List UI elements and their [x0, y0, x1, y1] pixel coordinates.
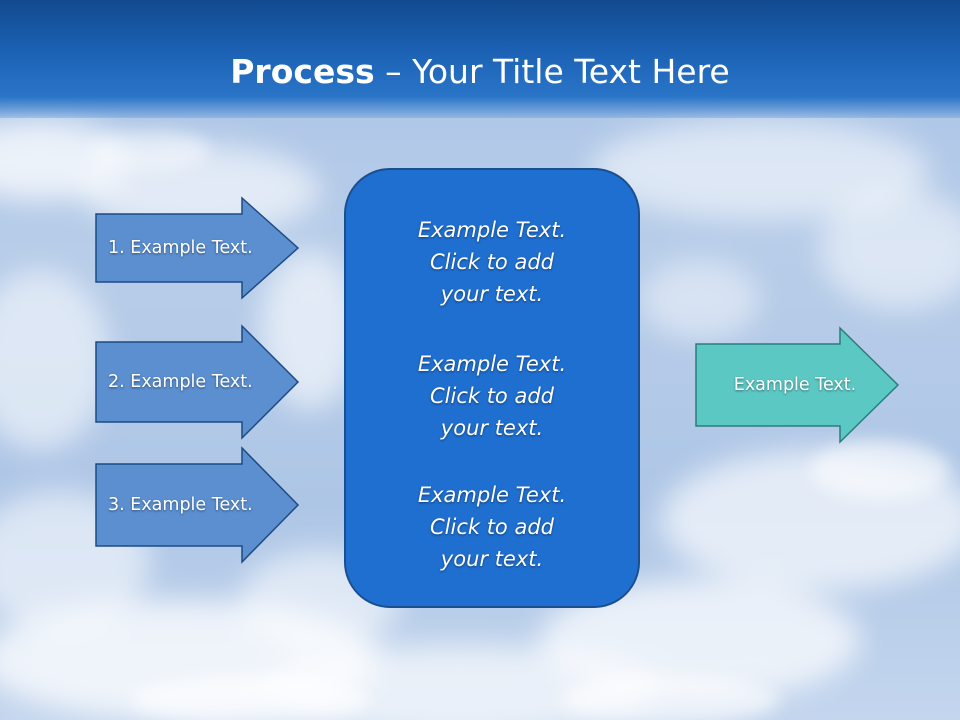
input-arrow-label: 3. Example Text. — [108, 495, 253, 515]
center-box-paragraph-3: Example Text. Click to add your text. — [346, 479, 638, 575]
output-arrow-label: Example Text. — [733, 375, 857, 395]
center-box-line: Click to add — [429, 384, 554, 408]
title-rest: – Your Title Text Here — [374, 52, 730, 91]
center-box-line: Example Text. — [417, 483, 567, 507]
arrow-shape — [95, 446, 300, 564]
input-arrow-label: 2. Example Text. — [108, 372, 253, 392]
center-box-line: Example Text. — [417, 352, 567, 376]
arrow-shape — [95, 324, 300, 440]
center-box-line: your text. — [440, 547, 544, 571]
center-process-box[interactable]: Example Text. Click to add your text. Ex… — [344, 168, 640, 608]
center-box-line: Example Text. — [417, 218, 567, 242]
center-box-line: Click to add — [429, 250, 554, 274]
input-arrow-3[interactable]: 3. Example Text. — [95, 446, 300, 564]
title-bar: Process – Your Title Text Here — [0, 0, 960, 118]
slide-title: Process – Your Title Text Here — [0, 52, 960, 91]
center-box-line: your text. — [440, 416, 544, 440]
center-box-paragraph-2: Example Text. Click to add your text. — [346, 348, 638, 444]
center-box-line: your text. — [440, 282, 544, 306]
title-bold: Process — [230, 52, 375, 91]
arrow-shape — [95, 196, 300, 300]
arrow-shape — [695, 326, 900, 444]
center-box-paragraph-1: Example Text. Click to add your text. — [346, 214, 638, 310]
output-arrow[interactable]: Example Text. — [695, 326, 900, 444]
input-arrow-2[interactable]: 2. Example Text. — [95, 324, 300, 440]
input-arrow-1[interactable]: 1. Example Text. — [95, 196, 300, 300]
input-arrow-label: 1. Example Text. — [108, 238, 253, 258]
center-box-line: Click to add — [429, 515, 554, 539]
